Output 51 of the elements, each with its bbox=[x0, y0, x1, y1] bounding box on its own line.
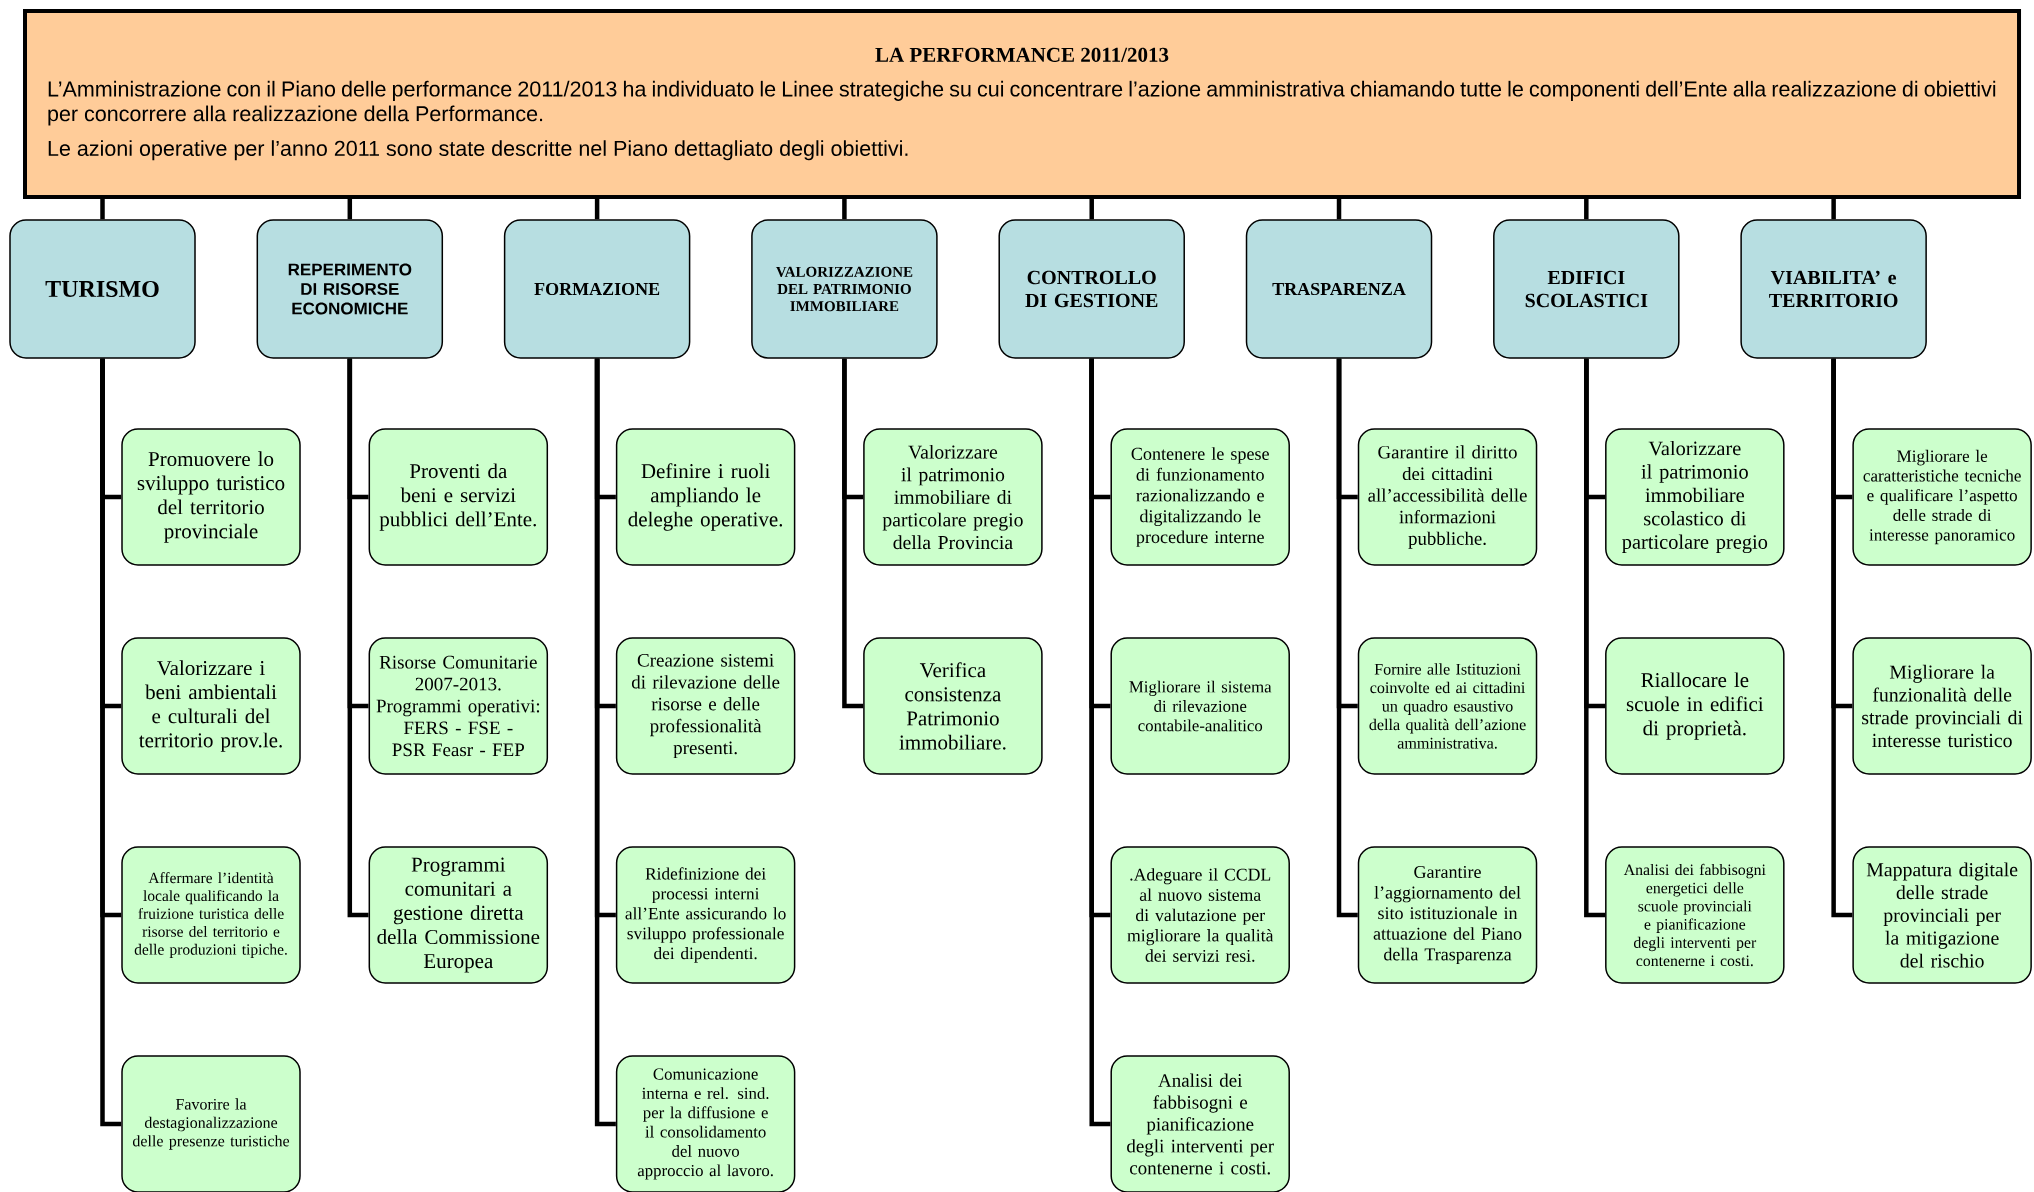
connector-line bbox=[594, 358, 616, 1127]
objective-box: Valorizzare i beni ambientali e culturali del territorio prov.le. bbox=[121, 637, 301, 775]
connector-line bbox=[1584, 358, 1606, 918]
category-box: REPERIMENTO DI RISORSE ECONOMICHE bbox=[256, 219, 444, 359]
connector-line bbox=[100, 358, 122, 1127]
objective-box: Programmi comunitari a gestione diretta della Commissione Europea bbox=[368, 846, 549, 984]
header-box: LA PERFORMANCE 2011/2013 L’Amministrazione con il Piano delle performance 2011/2013 ha individuato le Linee strategiche su cui concentrare l’azione amministrativa chiamando tutte le componenti dell’Ente alla realizzazione di obiettivi per concorrere alla realizzazione della Performance. Le azioni operative per l’anno 2011 sono state descritte nel Piano dettagliato degli obiettivi. bbox=[23, 9, 2022, 199]
category-box: TURISMO bbox=[9, 219, 196, 359]
connector-line bbox=[100, 199, 105, 220]
objective-box: Valorizzare il patrimonio immobiliare di particolare pregio della Provincia bbox=[863, 428, 1043, 566]
objective-box: Riallocare le scuole in edifici di proprietà. bbox=[1605, 637, 1785, 775]
objective-box: Favorire la destagionalizzazione delle presenze turistiche bbox=[121, 1055, 301, 1192]
connector-line bbox=[1336, 199, 1342, 220]
category-box: EDIFICI SCOLASTICI bbox=[1493, 219, 1680, 359]
objective-box: .Adeguare il CCDL al nuovo sistema di valutazione per migliorare la qualità dei servizi resi. bbox=[1110, 846, 1290, 984]
connector-line bbox=[347, 358, 369, 918]
objective-box: Risorse Comunitarie 2007-2013. Programmi operativi: FERS - FSE - PSR Feasr - FEP bbox=[368, 637, 549, 775]
connector-line bbox=[1831, 199, 1836, 220]
objective-box: Creazione sistemi di rilevazione delle risorse e delle professionalità presenti. bbox=[615, 637, 796, 775]
objective-box: Affermare l’identità locale qualificando la fruizione turistica delle risorse del territorio e delle produzioni tipiche. bbox=[121, 846, 301, 984]
objective-box: Garantire il diritto dei cittadini all’accessibilità delle informazioni pubbliche. bbox=[1357, 428, 1538, 566]
category-box: TRASPARENZA bbox=[1245, 219, 1433, 359]
category-box: VIABILITA’ e TERRITORIO bbox=[1740, 219, 1927, 359]
objective-box: Fornire alle Istituzioni coinvolte ed ai cittadini un quadro esaustivo della qualità dell’azione amministrativa. bbox=[1357, 637, 1538, 775]
category-box: FORMAZIONE bbox=[503, 219, 691, 359]
objective-box: Analisi dei fabbisogni e pianificazione degli interventi per contenerne i costi. bbox=[1110, 1055, 1290, 1192]
objective-box: Ridefinizione dei processi interni all’Ente assicurando lo sviluppo professionale dei dipendenti. bbox=[615, 846, 796, 984]
objective-box: Comunicazione interna e rel. sind. per la diffusione e il consolidamento del nuovo approccio al lavoro. bbox=[615, 1055, 796, 1192]
connector-line bbox=[842, 358, 864, 709]
objective-box: Migliorare le caratteristiche tecniche e qualificare l’aspetto delle strade di interesse panoramico bbox=[1852, 428, 2032, 566]
category-box: VALORIZZAZIONE DEL PATRIMONIO IMMOBILIARE bbox=[751, 219, 938, 359]
objective-box: Contenere le spese di funzionamento razionalizzando e digitalizzando le procedure interne bbox=[1110, 428, 1290, 566]
connector-line bbox=[842, 199, 847, 220]
objective-box: Analisi dei fabbisogni energetici delle scuole provinciali e pianificazione degli interventi per contenerne i costi. bbox=[1605, 846, 1785, 984]
connector-line bbox=[1336, 358, 1358, 918]
connector-line bbox=[594, 199, 600, 220]
objective-box: Migliorare la funzionalità delle strade provinciali di interesse turistico bbox=[1852, 637, 2032, 775]
connector-line bbox=[1089, 199, 1094, 220]
objective-box: Mappatura digitale delle strade provinciali per la mitigazione del rischio bbox=[1852, 846, 2032, 984]
connector-line bbox=[1831, 358, 1853, 918]
category-box: CONTROLLO DI GESTIONE bbox=[998, 219, 1185, 359]
connector-line bbox=[347, 199, 353, 220]
objective-box: Proventi da beni e servizi pubblici dell’Ente. bbox=[368, 428, 549, 566]
objective-box: Promuovere lo sviluppo turistico del territorio provinciale bbox=[121, 428, 301, 566]
connector-line bbox=[1089, 358, 1111, 1127]
objective-box: Garantire l’aggiornamento del sito istituzionale in attuazione del Piano della Trasparenza bbox=[1357, 846, 1538, 984]
objective-box: Definire i ruoli ampliando le deleghe operative. bbox=[615, 428, 796, 566]
connector-line bbox=[1584, 199, 1589, 220]
objective-box: Valorizzare il patrimonio immobiliare scolastico di particolare pregio bbox=[1605, 428, 1785, 566]
objective-box: Migliorare il sistema di rilevazione contabile-analitico bbox=[1110, 637, 1290, 775]
objective-box: Verifica consistenza Patrimonio immobiliare. bbox=[863, 637, 1043, 775]
